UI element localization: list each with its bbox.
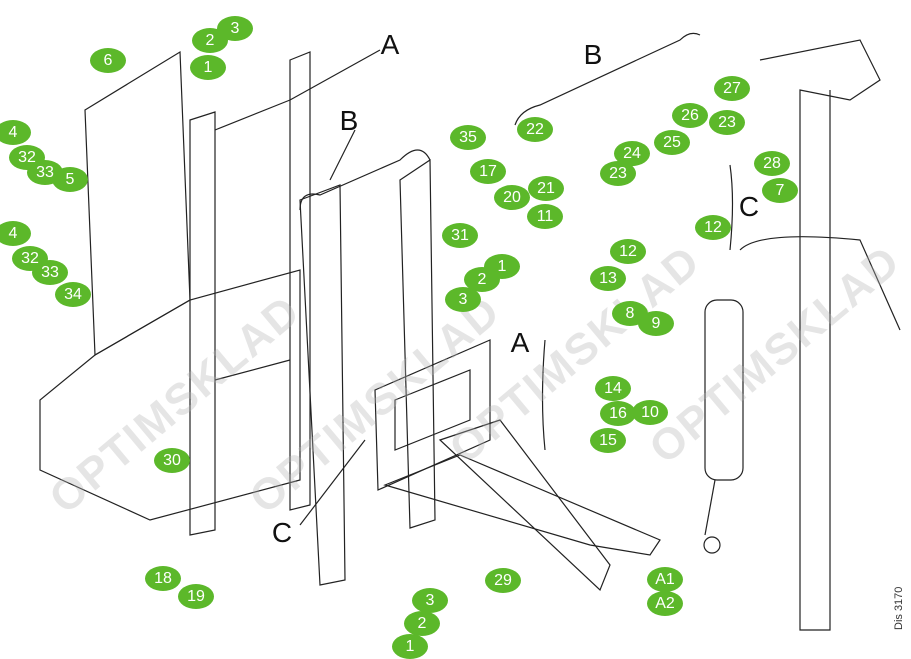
callout-badge: 27 — [714, 76, 750, 101]
callout-badge: 12 — [610, 239, 646, 264]
callout-badge: 21 — [528, 176, 564, 201]
callout-badge: 2 — [192, 28, 228, 53]
callout-badge: 4 — [0, 120, 31, 145]
callout-badge: 1 — [190, 55, 226, 80]
fork — [383, 454, 661, 556]
callout-badge: 14 — [595, 376, 631, 401]
callout-badge: 7 — [762, 178, 798, 203]
callout-badge: 19 — [178, 584, 214, 609]
callout-badge: 23 — [600, 161, 636, 186]
callout-badge: 35 — [450, 125, 486, 150]
callout-badge: 6 — [90, 48, 126, 73]
callout-badge: 32 — [9, 145, 45, 170]
callout-badge: 5 — [52, 167, 88, 192]
fork-carriage — [374, 339, 491, 491]
section-letter: B — [583, 39, 603, 70]
section-letter: C — [271, 517, 293, 548]
grease-nipple — [703, 536, 721, 554]
section-letter: C — [738, 191, 760, 222]
callout-badge: 23 — [709, 110, 745, 135]
callout-badge: 17 — [470, 159, 506, 184]
callout-badge: 16 — [600, 401, 636, 426]
drawing-code: Dis 3170 — [893, 586, 905, 630]
section-letter: A — [510, 327, 530, 358]
callout-badge: A2 — [647, 591, 683, 616]
callout-badge: 30 — [154, 448, 190, 473]
callout-badge: 13 — [590, 266, 626, 291]
callout-badge: 11 — [527, 204, 563, 229]
callout-badge: 9 — [638, 311, 674, 336]
callout-badge: 25 — [654, 130, 690, 155]
section-letter: A — [380, 29, 400, 60]
bracket-c — [729, 164, 734, 251]
callout-badge: 29 — [485, 568, 521, 593]
mast-left-rail — [189, 111, 216, 536]
bracket-a — [541, 339, 546, 451]
callout-badge: 3 — [412, 588, 448, 613]
callout-badge: 15 — [590, 428, 626, 453]
callout-badge: 18 — [145, 566, 181, 591]
section-letter: B — [339, 105, 359, 136]
lift-cylinder — [704, 299, 744, 481]
callout-badge: 20 — [494, 185, 530, 210]
callout-badge: 4 — [0, 221, 31, 246]
callout-badge: A1 — [647, 567, 683, 592]
callout-badge: 1 — [392, 634, 428, 659]
inner-mast — [299, 184, 346, 586]
callout-badge: 33 — [32, 260, 68, 285]
callout-badge: 12 — [695, 215, 731, 240]
callout-badge: 26 — [672, 103, 708, 128]
callout-badge: 10 — [632, 400, 668, 425]
callout-badge: 34 — [55, 282, 91, 307]
callout-badge: 31 — [442, 223, 478, 248]
base-chassis — [39, 269, 301, 521]
bracket-b — [514, 32, 701, 126]
callout-badge: 3 — [445, 287, 481, 312]
callout-badge: 2 — [404, 611, 440, 636]
callout-badge: 22 — [517, 117, 553, 142]
callout-badge: 28 — [754, 151, 790, 176]
